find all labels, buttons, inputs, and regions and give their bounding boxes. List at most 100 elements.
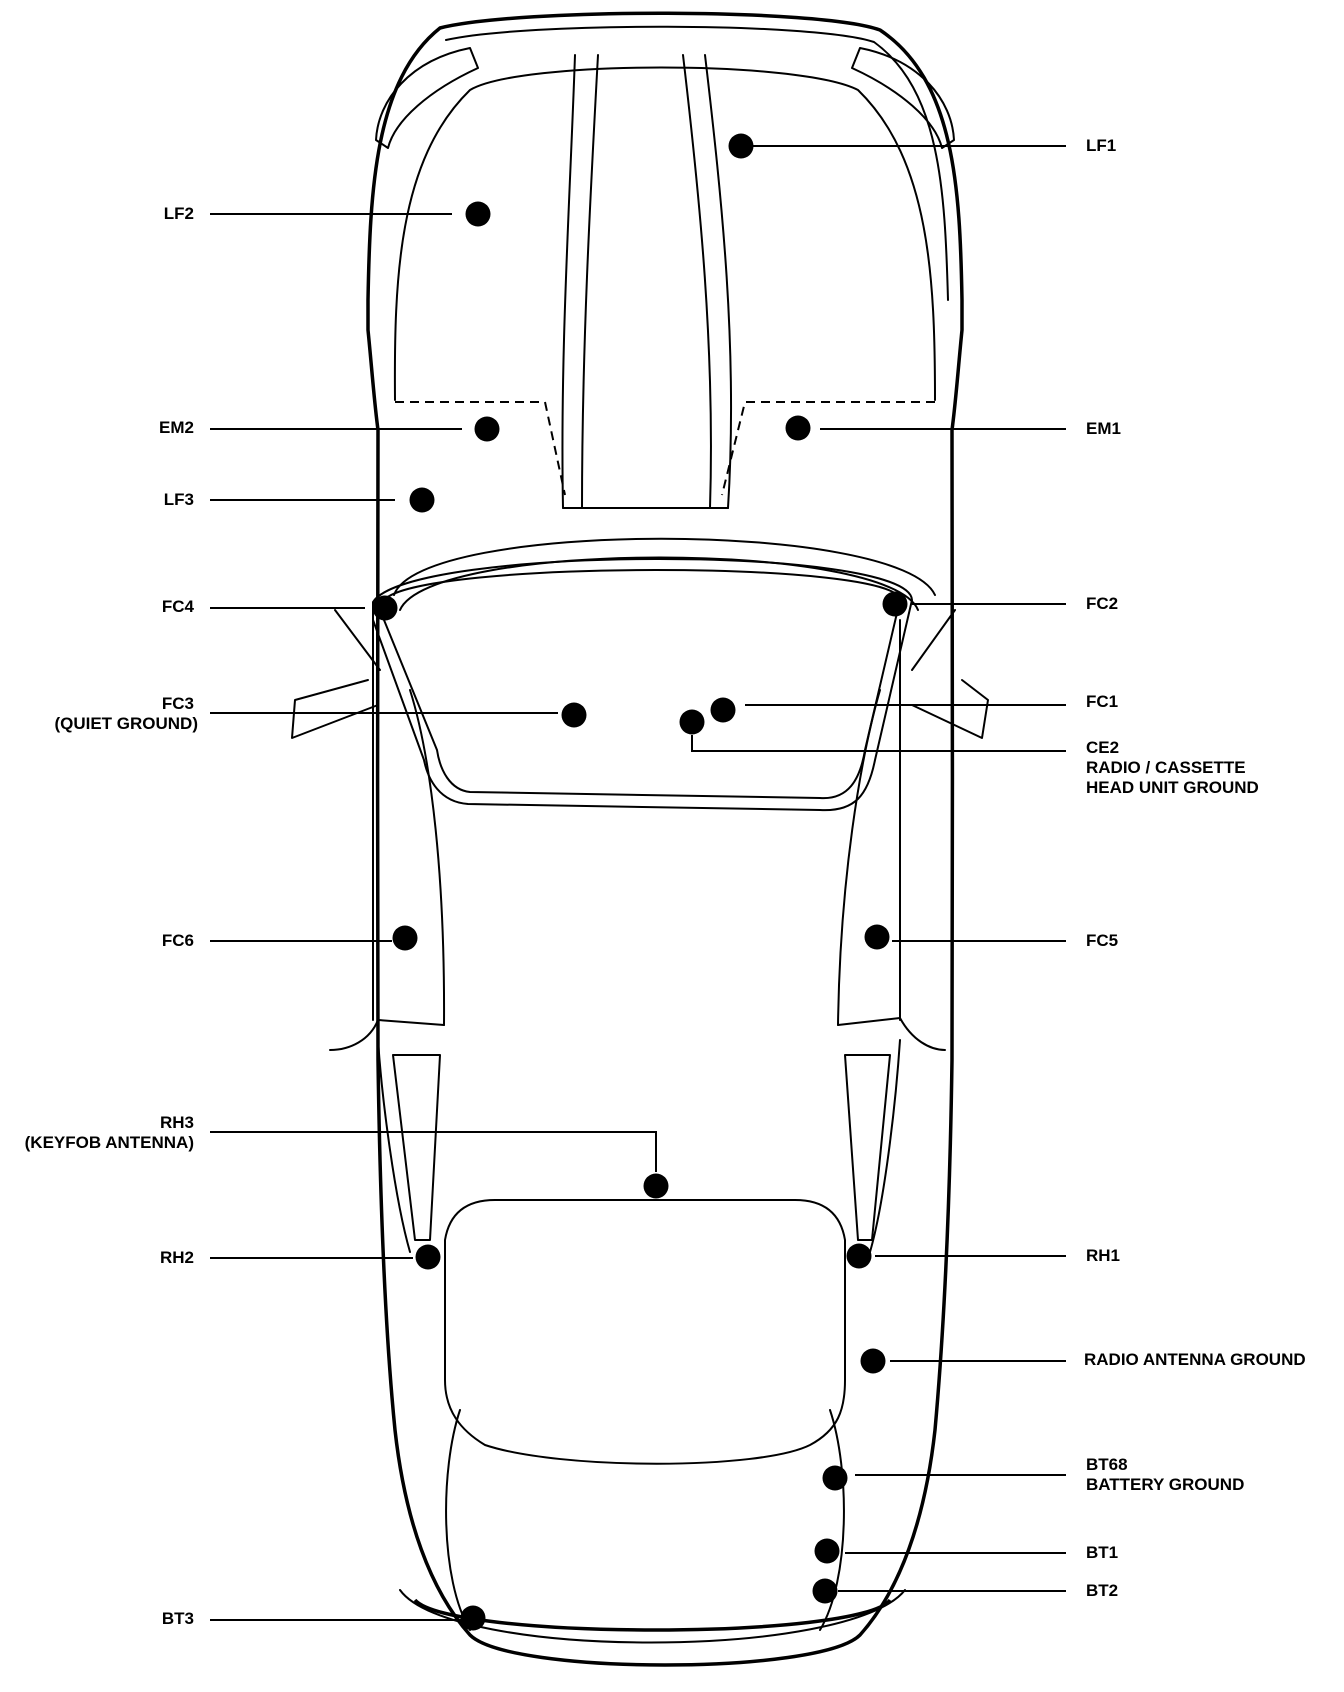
label-bt68: BT68 BATTERY GROUND [1086,1455,1244,1495]
ground-point-lf1 [728,133,754,159]
label-ce2: CE2 RADIO / CASSETTE HEAD UNIT GROUND [1086,738,1259,798]
left-door-sill-inner [409,689,446,1026]
car-body-inner-edge [445,25,949,301]
rear-window [444,1199,846,1465]
hood-center-right-b [704,54,733,509]
left-fender-curve [329,1019,379,1051]
label-fc2: FC2 [1086,594,1118,614]
trunk-lid [445,1409,845,1631]
label-rh2: RH2 [160,1248,194,1268]
ground-point-fc6 [392,925,418,951]
label-lf3-line1: LF3 [163,490,194,509]
label-rh3: RH3 (KEYFOB ANTENNA) [25,1113,194,1153]
trunk-edge [399,1589,906,1644]
rear-bumper [413,1598,892,1632]
left-mirror [291,679,379,739]
ground-point-bt1 [814,1538,840,1564]
car-body-outline [366,11,964,1667]
cowl-inner [399,556,919,611]
label-fc1-line1: FC1 [1086,692,1119,711]
label-rh3-line2: (KEYFOB ANTENNA) [24,1133,194,1152]
label-radio-antenna-ground-line1: RADIO ANTENNA GROUND [1084,1350,1306,1369]
ground-point-rh3 [643,1173,669,1199]
right-fender-curve [899,1017,946,1051]
label-fc4: FC4 [162,597,194,617]
right-rear-quarter-window [844,1054,891,1241]
label-fc4-line1: FC4 [161,597,194,616]
label-rh3-line1: RH3 [159,1113,194,1132]
hood-center-left-b [581,54,599,509]
ground-point-em1 [785,415,811,441]
label-fc1: FC1 [1086,692,1118,712]
label-bt68-line2: BATTERY GROUND [1086,1475,1245,1494]
label-lf1: LF1 [1086,136,1116,156]
right-door-sill-inner [837,689,881,1026]
right-mirror-arm [911,609,956,671]
ground-point-fc1 [710,697,736,723]
windshield-frame [372,558,913,812]
label-fc3-line2: (QUIET GROUND) [54,714,198,733]
label-fc5: FC5 [1086,931,1118,951]
label-bt3-line1: BT3 [161,1609,194,1628]
label-fc3-line1: FC3 [161,694,194,713]
label-ce2-line1: CE2 [1086,738,1120,757]
right-door-line [837,1017,901,1026]
label-em2-line1: EM2 [159,418,194,437]
label-rh1: RH1 [1086,1246,1120,1266]
label-bt3: BT3 [162,1609,194,1629]
label-fc3: FC3 (QUIET GROUND) [54,694,198,734]
engine-compartment-left-boundary [395,401,566,496]
right-mirror [911,679,989,739]
leader-rh3 [210,1131,657,1172]
hood-center-right-a [682,54,712,509]
hood-center-left-a [561,54,576,509]
label-fc6-line1: FC6 [161,931,194,950]
label-radio-antenna-ground: RADIO ANTENNA GROUND [1084,1350,1306,1370]
label-lf2: LF2 [164,204,194,224]
label-bt1: BT1 [1086,1543,1118,1563]
ground-point-bt2 [812,1578,838,1604]
label-em1: EM1 [1086,419,1121,439]
label-bt68-line1: BT68 [1086,1455,1128,1474]
label-fc6: FC6 [162,931,194,951]
leader-ce2 [691,735,1066,752]
left-door-line [377,1019,445,1026]
ground-point-em2 [474,416,500,442]
label-fc2-line1: FC2 [1086,594,1119,613]
ground-point-rh1 [846,1243,872,1269]
label-bt1-line1: BT1 [1086,1543,1119,1562]
ground-point-ce2 [679,709,705,735]
ground-point-lf3 [409,487,435,513]
label-lf1-line1: LF1 [1086,136,1117,155]
label-em1-line1: EM1 [1086,419,1121,438]
ground-point-bt3 [460,1605,486,1631]
right-headlight [851,47,955,149]
label-em2: EM2 [159,418,194,438]
left-rear-quarter-frame [377,1039,411,1253]
ground-point-fc2 [882,591,908,617]
right-rear-quarter-frame [869,1039,901,1253]
cowl-outer [393,537,936,596]
label-ce2-line2: RADIO / CASSETTE [1086,758,1246,777]
windshield-glass [383,569,901,800]
engine-compartment-right-boundary [721,401,935,496]
ground-point-rh2 [415,1244,441,1270]
left-headlight [375,47,479,149]
label-fc5-line1: FC5 [1086,931,1119,950]
ground-point-fc4 [372,595,398,621]
ground-point-bt68 [822,1465,848,1491]
label-bt2: BT2 [1086,1581,1118,1601]
ground-point-radio-antenna [860,1348,886,1374]
label-lf3: LF3 [164,490,194,510]
label-lf2-line1: LF2 [163,204,194,223]
label-bt2-line1: BT2 [1086,1581,1119,1600]
ground-point-lf2 [465,201,491,227]
label-rh1-line1: RH1 [1086,1246,1121,1265]
ground-point-fc3 [561,702,587,728]
label-rh2-line1: RH2 [159,1248,194,1267]
label-ce2-line3: HEAD UNIT GROUND [1086,778,1259,797]
hood-outline [393,66,936,401]
ground-point-fc5 [864,924,890,950]
left-rear-quarter-window [392,1054,441,1241]
